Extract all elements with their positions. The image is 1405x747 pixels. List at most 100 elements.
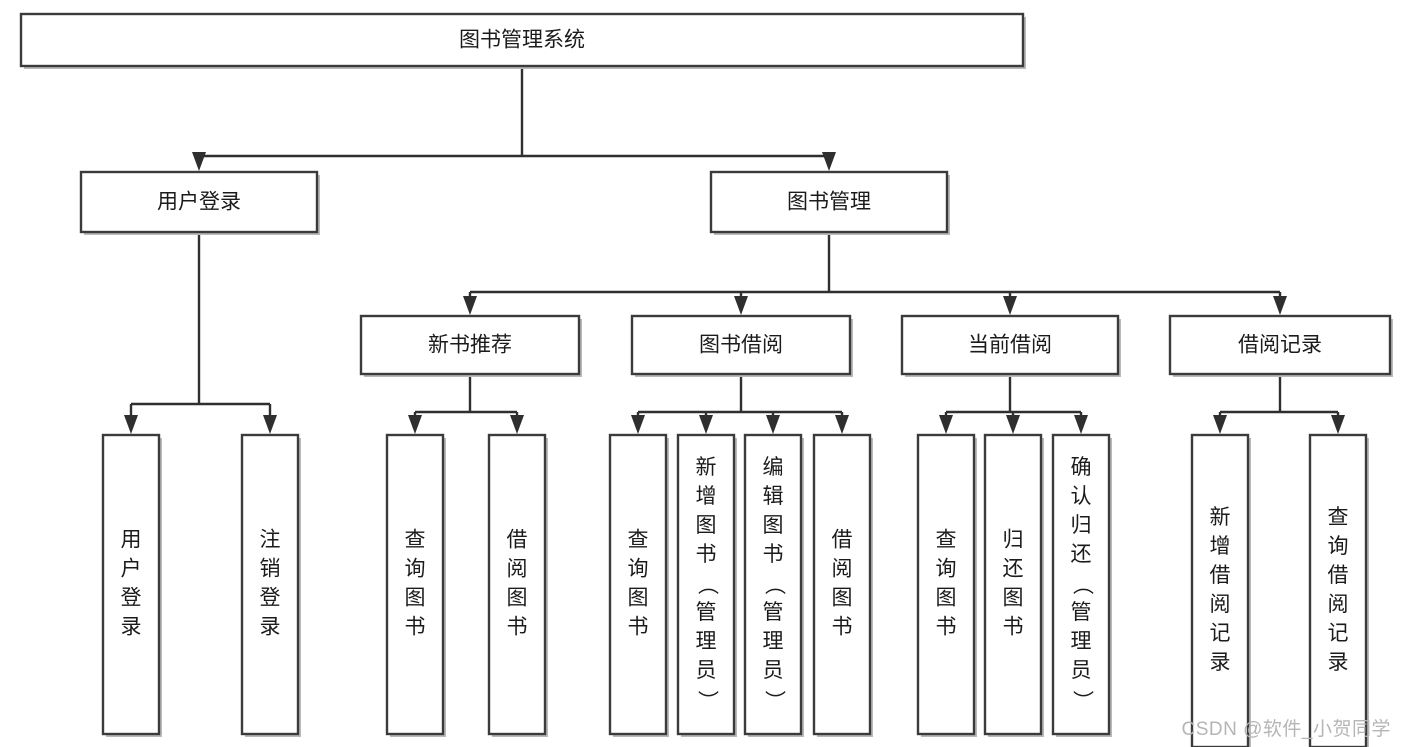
node-label-char: 询 [936, 558, 957, 581]
node-box [630, 314, 852, 376]
arrow-head-icon [766, 415, 780, 434]
node-label-char: 借 [832, 529, 853, 552]
node-label-char: 询 [405, 558, 426, 581]
node-label-char: 书 [628, 616, 649, 639]
node-label-char: 记 [1328, 622, 1349, 645]
node-label-char: 询 [628, 558, 649, 581]
arrow-head-icon [1006, 415, 1020, 434]
node-label-char: 认 [1071, 485, 1092, 508]
node-label-char: 辑 [763, 485, 784, 508]
node-label-char: 借 [507, 529, 528, 552]
node-label-char: 销 [260, 558, 281, 581]
node-label-char: 归 [1071, 514, 1092, 537]
node-label-char: 管 [763, 601, 784, 624]
node-root[interactable]: 图书管理系统 [19, 12, 1026, 69]
node-box [1051, 433, 1111, 736]
node-leaf1[interactable]: 用户登录 [101, 433, 162, 737]
arrow-head-icon [939, 415, 953, 434]
node-label-char: 新 [1210, 506, 1231, 529]
arrow-head-icon [822, 152, 836, 171]
arrow-head-icon [408, 415, 422, 434]
node-label-char: 理 [1071, 630, 1092, 653]
node-box [79, 170, 319, 234]
node-label-char: 理 [696, 630, 717, 653]
node-label-char: 阅 [1210, 593, 1231, 616]
node-borrow[interactable]: 图书借阅 [630, 314, 853, 377]
node-label: 新书推荐 [428, 334, 512, 357]
node-label-char: 书 [936, 616, 957, 639]
node-login[interactable]: 用户登录 [79, 170, 320, 235]
node-label-char: 理 [763, 630, 784, 653]
node-label-char: 图 [832, 587, 853, 610]
arrow-head-icon [631, 415, 645, 434]
node-label-char: 还 [1071, 543, 1092, 566]
node-label: 借阅记录 [1238, 334, 1322, 357]
node-current[interactable]: 当前借阅 [900, 314, 1121, 377]
node-label: 图书管理系统 [459, 29, 585, 52]
node-label-char: 管 [696, 601, 717, 624]
arrow-head-icon [510, 415, 524, 434]
node-label-char: ） [1070, 690, 1093, 711]
node-label-char: 录 [260, 616, 281, 639]
connector-edges [124, 66, 1345, 434]
node-label-char: 书 [405, 616, 426, 639]
node-label-char: 图 [763, 514, 784, 537]
node-label-char: 户 [121, 558, 142, 581]
node-label-char: 还 [1003, 558, 1024, 581]
node-label-char: 图 [405, 587, 426, 610]
node-label-char: 查 [936, 529, 957, 552]
node-label-char: 查 [1328, 506, 1349, 529]
arrow-head-icon [124, 415, 138, 434]
node-label-char: 登 [260, 587, 281, 610]
node-box [1190, 433, 1250, 747]
node-label-char: 用 [121, 529, 142, 552]
node-label-char: 图 [696, 514, 717, 537]
node-box [101, 433, 161, 736]
node-box [709, 170, 949, 234]
arrow-head-icon [263, 415, 277, 434]
node-label-char: 确 [1071, 456, 1092, 479]
arrow-head-icon [734, 296, 748, 315]
node-label-char: 增 [1210, 535, 1231, 558]
node-bookmgmt[interactable]: 图书管理 [709, 170, 950, 235]
node-box [487, 433, 547, 736]
node-label-char: 录 [1210, 651, 1231, 674]
node-label-char: 录 [121, 616, 142, 639]
node-label-char: 注 [260, 529, 281, 552]
node-label-char: 图 [1003, 587, 1024, 610]
node-label: 用户登录 [157, 191, 241, 214]
arrow-head-icon [835, 415, 849, 434]
node-box [983, 433, 1043, 736]
node-label-char: 书 [507, 616, 528, 639]
node-box [608, 433, 668, 736]
node-label-char: 借 [1210, 564, 1231, 587]
node-label-char: （ [695, 574, 718, 595]
node-box [240, 433, 300, 736]
node-record[interactable]: 借阅记录 [1168, 314, 1393, 377]
arrow-head-icon [1003, 296, 1017, 315]
arrow-head-icon [699, 415, 713, 434]
node-label-char: 询 [1328, 535, 1349, 558]
node-newbook[interactable]: 新书推荐 [359, 314, 582, 377]
arrow-head-icon [463, 296, 477, 315]
arrow-head-icon [192, 152, 206, 171]
node-label-char: （ [762, 574, 785, 595]
node-box [385, 433, 445, 736]
node-label-char: 图 [628, 587, 649, 610]
node-label-char: 新 [696, 456, 717, 479]
node-box [743, 433, 803, 736]
